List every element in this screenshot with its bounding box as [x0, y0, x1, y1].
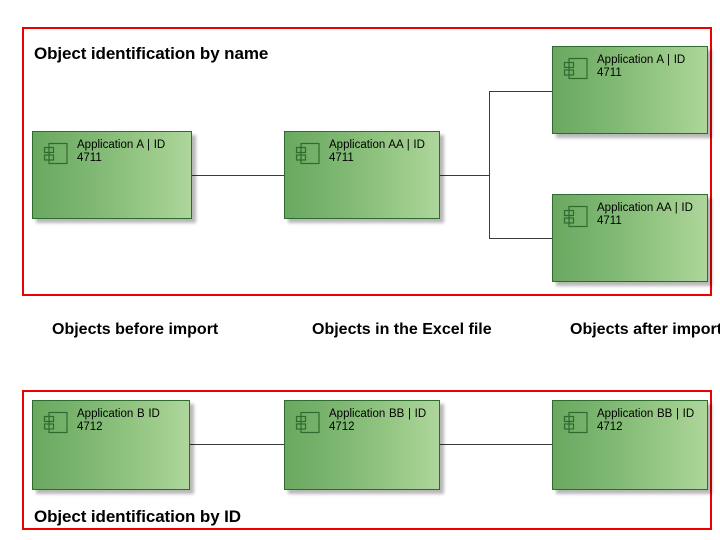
connector-top-branch-lower: [489, 238, 552, 239]
component-top-before-import[interactable]: Application A | ID 4711: [32, 131, 192, 219]
component-bottom-after-import[interactable]: Application BB | ID 4712: [552, 400, 708, 490]
component-label: Application A | ID 4711: [597, 54, 686, 79]
column-caption-after-import: Objects after import: [570, 321, 720, 338]
component-bottom-excel-file[interactable]: Application BB | ID 4712: [284, 400, 440, 490]
connector-top-branch-upper: [489, 91, 552, 92]
section-title-bottom: Object identification by ID: [34, 507, 241, 526]
component-label: Application BB | ID 4712: [329, 408, 427, 433]
component-label: Application A | ID 4711: [77, 139, 166, 164]
component-label: Application B ID 4712: [77, 408, 160, 433]
section-title-top: Object identification by name: [34, 44, 269, 63]
component-label: Application AA | ID 4711: [329, 139, 425, 164]
uml-component-icon: [563, 410, 589, 436]
component-top-after-import-2[interactable]: Application AA | ID 4711: [552, 194, 708, 282]
section-frame-object-identification-by-name: [22, 27, 712, 296]
uml-component-icon: [43, 141, 69, 167]
connector-bottom-excel-to-after: [440, 444, 552, 445]
connector-top-before-to-excel: [192, 175, 284, 176]
uml-component-icon: [43, 410, 69, 436]
connector-bottom-before-to-excel: [190, 444, 284, 445]
uml-component-icon: [295, 141, 321, 167]
component-top-after-import-1[interactable]: Application A | ID 4711: [552, 46, 708, 134]
connector-top-trunk-vertical: [489, 91, 490, 239]
component-top-excel-file[interactable]: Application AA | ID 4711: [284, 131, 440, 219]
column-caption-excel-file: Objects in the Excel file: [312, 321, 492, 338]
component-label: Application BB | ID 4712: [597, 408, 695, 433]
column-caption-before-import: Objects before import: [52, 321, 219, 338]
component-bottom-before-import[interactable]: Application B ID 4712: [32, 400, 190, 490]
section-frame-object-identification-by-id: [22, 390, 712, 530]
uml-component-icon: [563, 204, 589, 230]
uml-component-icon: [295, 410, 321, 436]
component-label: Application AA | ID 4711: [597, 202, 693, 227]
connector-top-excel-to-trunk: [440, 175, 490, 176]
uml-component-icon: [563, 56, 589, 82]
